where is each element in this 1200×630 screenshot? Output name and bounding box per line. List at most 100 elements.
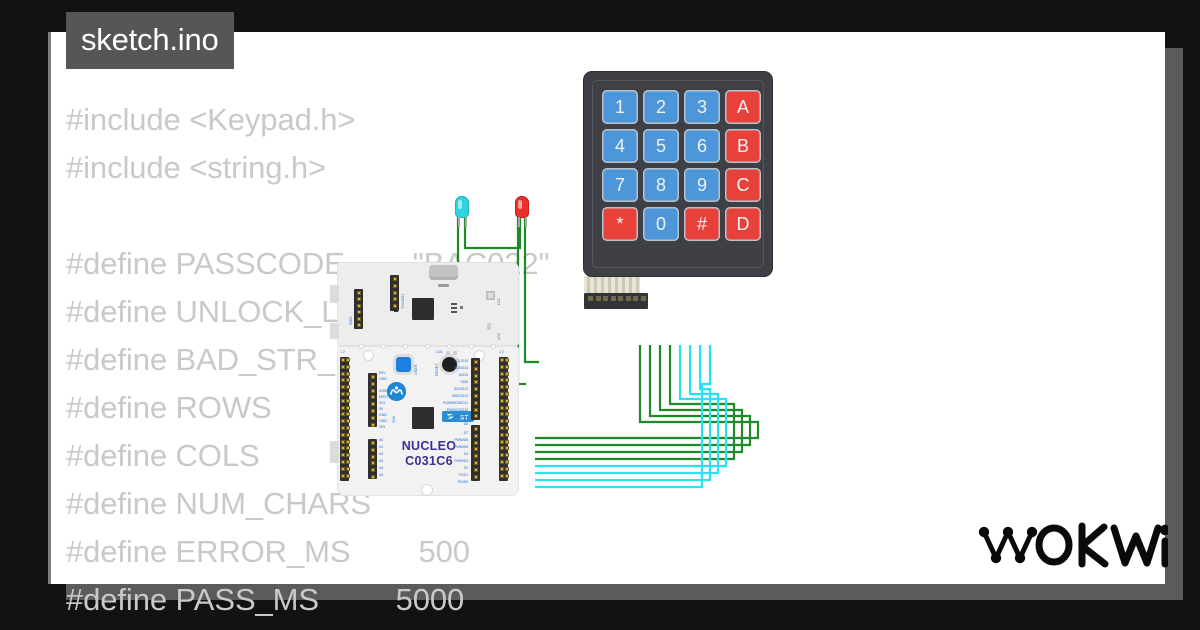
header-pin[interactable]: [341, 398, 345, 403]
header-digital-bottom[interactable]: [471, 425, 480, 481]
header-pin[interactable]: [341, 412, 345, 417]
header-pin[interactable]: [500, 364, 504, 369]
header-pin[interactable]: [504, 419, 509, 424]
header-pin[interactable]: [341, 405, 345, 410]
header-pin[interactable]: [392, 283, 397, 288]
header-pin[interactable]: [504, 412, 509, 417]
keypad-key-hash[interactable]: #: [684, 207, 720, 241]
keypad-key-a[interactable]: A: [725, 90, 761, 124]
header-pin[interactable]: [500, 398, 504, 403]
header-pin[interactable]: [341, 419, 345, 424]
header-pin[interactable]: [504, 385, 509, 390]
header-pin[interactable]: [345, 378, 350, 383]
header-pin[interactable]: [504, 358, 509, 362]
keypad-key-2[interactable]: 2: [643, 90, 679, 124]
header-pin[interactable]: [345, 466, 350, 471]
header-pin[interactable]: [473, 380, 478, 385]
header-pin[interactable]: [500, 473, 504, 478]
header-pin[interactable]: [588, 296, 593, 301]
header-pin[interactable]: [345, 432, 350, 437]
wire-led-bad-anode[interactable]: [523, 216, 540, 364]
header-pin[interactable]: [345, 412, 350, 417]
header-pin[interactable]: [473, 414, 478, 419]
header-pin[interactable]: [625, 296, 631, 301]
header-pin[interactable]: [370, 441, 375, 445]
header-pin[interactable]: [504, 364, 509, 369]
wire-row-4-d7[interactable]: [535, 345, 736, 461]
keypad-key-star[interactable]: *: [602, 207, 638, 241]
header-pin[interactable]: [392, 304, 397, 309]
header-pin[interactable]: [341, 460, 345, 464]
header-pin[interactable]: [504, 405, 509, 410]
header-pin[interactable]: [473, 394, 478, 398]
keypad-key-8[interactable]: 8: [643, 168, 679, 202]
header-pin[interactable]: [504, 446, 509, 451]
header-pin[interactable]: [473, 447, 478, 452]
header-pin[interactable]: [356, 291, 361, 295]
header-pin[interactable]: [341, 358, 345, 362]
header-pin[interactable]: [473, 433, 478, 438]
header-pin[interactable]: [473, 427, 478, 431]
wire-col-2-d5[interactable]: [535, 345, 720, 475]
header-pin[interactable]: [345, 371, 350, 376]
wire-row-1-d10[interactable]: [535, 345, 760, 440]
header-pin[interactable]: [473, 461, 478, 465]
header-pin[interactable]: [473, 360, 478, 364]
header-pin[interactable]: [504, 371, 509, 376]
keypad-key-7[interactable]: 7: [602, 168, 638, 202]
header-pin[interactable]: [500, 392, 504, 396]
header-pin[interactable]: [370, 395, 375, 400]
header-pin[interactable]: [504, 392, 509, 396]
header-pin[interactable]: [341, 378, 345, 383]
keypad-key-4[interactable]: 4: [602, 129, 638, 163]
header-power[interactable]: [368, 373, 377, 427]
keypad-key-3[interactable]: 3: [684, 90, 720, 124]
header-pin[interactable]: [356, 303, 361, 308]
header-pin[interactable]: [345, 405, 350, 410]
keypad-key-0[interactable]: 0: [643, 207, 679, 241]
header-pin[interactable]: [504, 453, 509, 458]
header-pin[interactable]: [356, 323, 361, 327]
header-pin[interactable]: [500, 446, 504, 451]
header-pin[interactable]: [370, 388, 375, 393]
header-pin[interactable]: [500, 412, 504, 417]
keypad-pin-header[interactable]: [584, 293, 648, 309]
header-pin[interactable]: [341, 392, 345, 396]
header-pin[interactable]: [370, 381, 375, 386]
header-pin[interactable]: [341, 426, 345, 430]
header-pin[interactable]: [473, 454, 478, 459]
header-pin[interactable]: [392, 290, 397, 295]
header-pin[interactable]: [473, 407, 478, 412]
led-unlock-cyan[interactable]: [455, 196, 469, 227]
header-pin[interactable]: [345, 419, 350, 424]
header-pin[interactable]: [341, 453, 345, 458]
header-digital-top[interactable]: [471, 358, 480, 420]
swd-header[interactable]: [354, 289, 363, 329]
wire-row-3-d8[interactable]: [535, 345, 744, 454]
header-pin[interactable]: [345, 446, 350, 451]
keypad-key-c[interactable]: C: [725, 168, 761, 202]
header-pin[interactable]: [504, 398, 509, 403]
header-pin[interactable]: [473, 373, 478, 378]
header-pin[interactable]: [504, 432, 509, 437]
header-pin[interactable]: [356, 297, 361, 302]
keypad-key-6[interactable]: 6: [684, 129, 720, 163]
header-pin[interactable]: [473, 474, 478, 479]
wire-col-1-d6[interactable]: [535, 345, 728, 468]
keypad-key-5[interactable]: 5: [643, 129, 679, 163]
header-pin[interactable]: [370, 475, 375, 479]
header-right-outer[interactable]: [499, 357, 509, 481]
header-pin[interactable]: [504, 466, 509, 471]
header-pin[interactable]: [473, 387, 478, 392]
keypad-key-1[interactable]: 1: [602, 90, 638, 124]
header-pin[interactable]: [504, 378, 509, 383]
header-pin[interactable]: [473, 467, 478, 472]
keypad-key-9[interactable]: 9: [684, 168, 720, 202]
header-pin[interactable]: [341, 439, 345, 444]
wire-row-2-d9[interactable]: [535, 345, 752, 447]
header-pin[interactable]: [341, 364, 345, 369]
user-button[interactable]: [396, 357, 411, 372]
header-pin[interactable]: [500, 405, 504, 410]
header-pin[interactable]: [500, 371, 504, 376]
nucleo-c031c6-board[interactable]: LD1 LD2 SWD TX/LED1 USER RESET: [330, 263, 518, 495]
